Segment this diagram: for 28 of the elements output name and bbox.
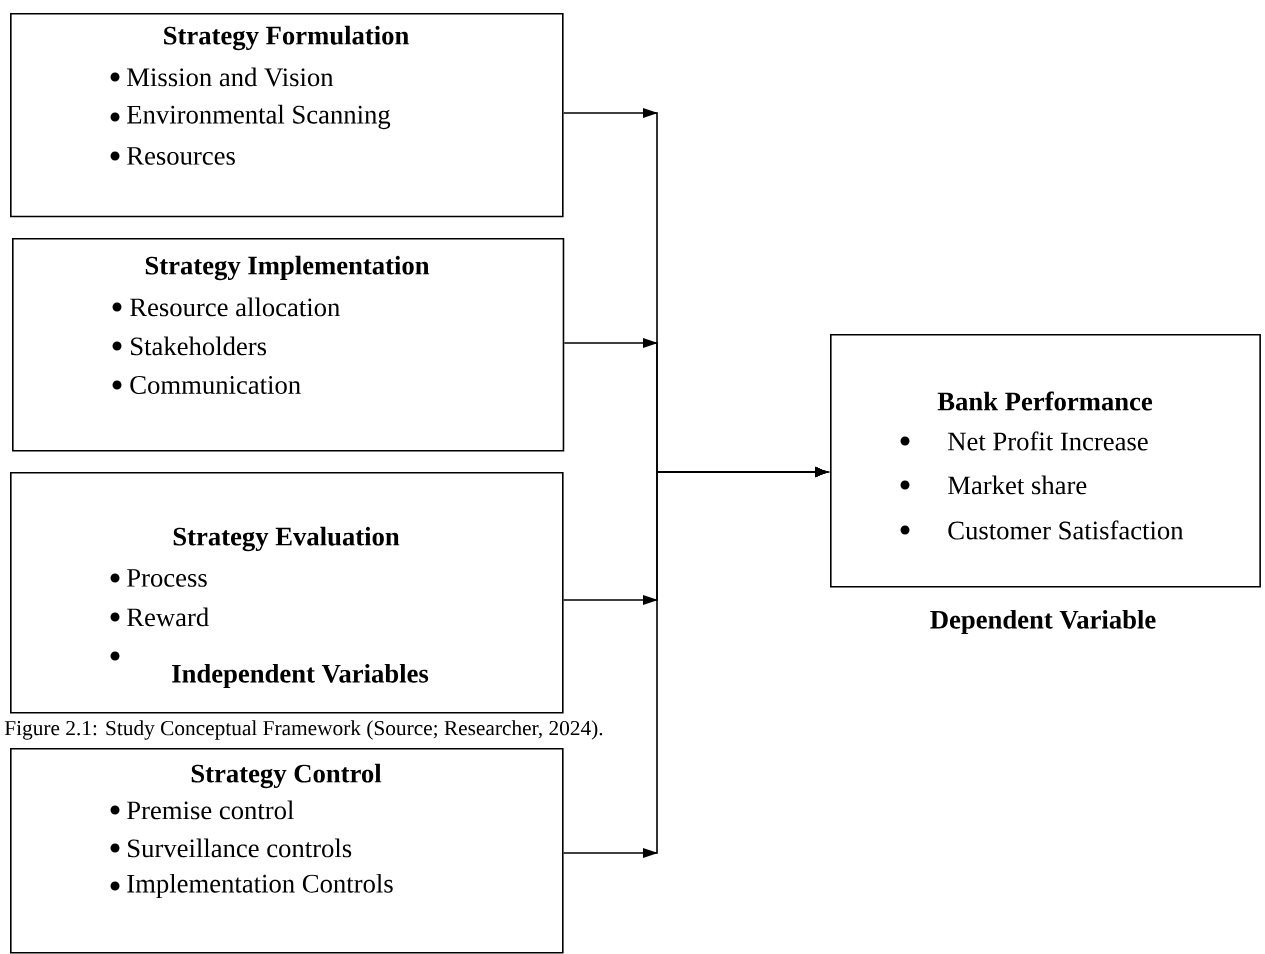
box-caption: Dependent Variable xyxy=(930,609,1156,635)
framework-box xyxy=(830,334,1261,588)
bullet-item: Implementation Controls xyxy=(110,873,393,899)
box-title: Strategy Formulation xyxy=(164,25,409,51)
bullet-item: Customer Satisfaction xyxy=(900,520,1184,540)
bullet-item: Process xyxy=(110,569,207,587)
bullet-item: Mission and Vision xyxy=(110,67,334,87)
bullet-item: Reward xyxy=(110,607,209,627)
framework-box xyxy=(10,472,564,714)
bullet-item: Premise control xyxy=(110,800,294,820)
figure-caption: Figure 2.1: Study Conceptual Framework (Source; Researcher, 2024). xyxy=(4,720,603,740)
bullet-item: Resources xyxy=(110,147,235,165)
bullet-item: Surveillance controls xyxy=(110,838,352,858)
arrow xyxy=(562,467,828,858)
bullet-item: Communication xyxy=(112,376,301,394)
section-label: Independent Variables xyxy=(172,663,429,689)
framework-box xyxy=(10,13,564,218)
box-title: Strategy Evaluation xyxy=(173,526,400,552)
framework-box xyxy=(12,238,565,452)
box-title: Bank Performance xyxy=(937,391,1153,411)
bullet-item: Environmental Scanning xyxy=(110,104,391,130)
bullet-item: Market share xyxy=(900,475,1087,495)
bullet-item: Net Profit Increase xyxy=(900,431,1148,451)
box-title: Strategy Implementation xyxy=(145,255,430,281)
bullet-item: Stakeholders xyxy=(112,336,267,356)
bullet-item: Resource allocation xyxy=(112,297,340,317)
framework-box xyxy=(10,748,564,954)
box-title: Strategy Control xyxy=(191,763,382,789)
